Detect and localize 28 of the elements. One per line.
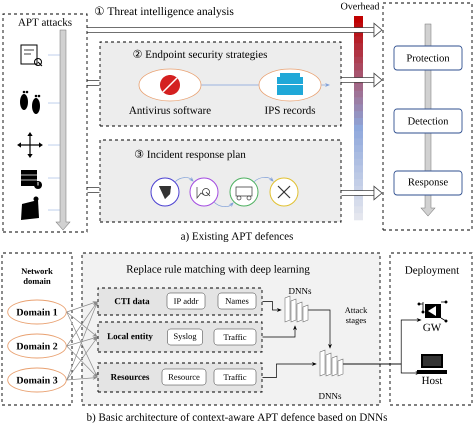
caption: b) Basic architecture of context-aware APT defence based on DNNs [86,412,388,424]
firewall-ellipse [258,68,322,102]
node-caption: Antivirus software [129,106,211,114]
annotation: Attack stages [344,307,368,325]
step-circle [150,178,180,206]
data-box: Syslog [167,328,203,346]
neural-network-drawing [284,296,308,322]
virus-ellipse [138,68,202,102]
data-box: IP addr [166,292,206,310]
step-circle [190,178,218,206]
data-box: Traffic [214,328,256,346]
arrow [87,187,100,193]
step-circle [270,178,298,206]
data-box: Names [218,292,256,310]
stage-box: Detection [394,108,462,134]
neural-network-drawing [320,350,344,376]
node-caption: DNNs [288,288,312,294]
data-box: Resource [162,368,206,386]
node-caption: IPS records [264,106,316,114]
edge-label: ① Threat intelligence analysis [93,6,235,18]
stage-box: Response [394,170,462,196]
arrow [87,80,100,86]
caption: a) Existing APT defences [181,232,293,242]
node-caption: DNNs [318,393,342,399]
data-box: Traffic [214,368,256,386]
step-circle [230,178,258,206]
axis-label: Overhead [340,2,380,10]
stage-box: Protection [394,46,462,70]
